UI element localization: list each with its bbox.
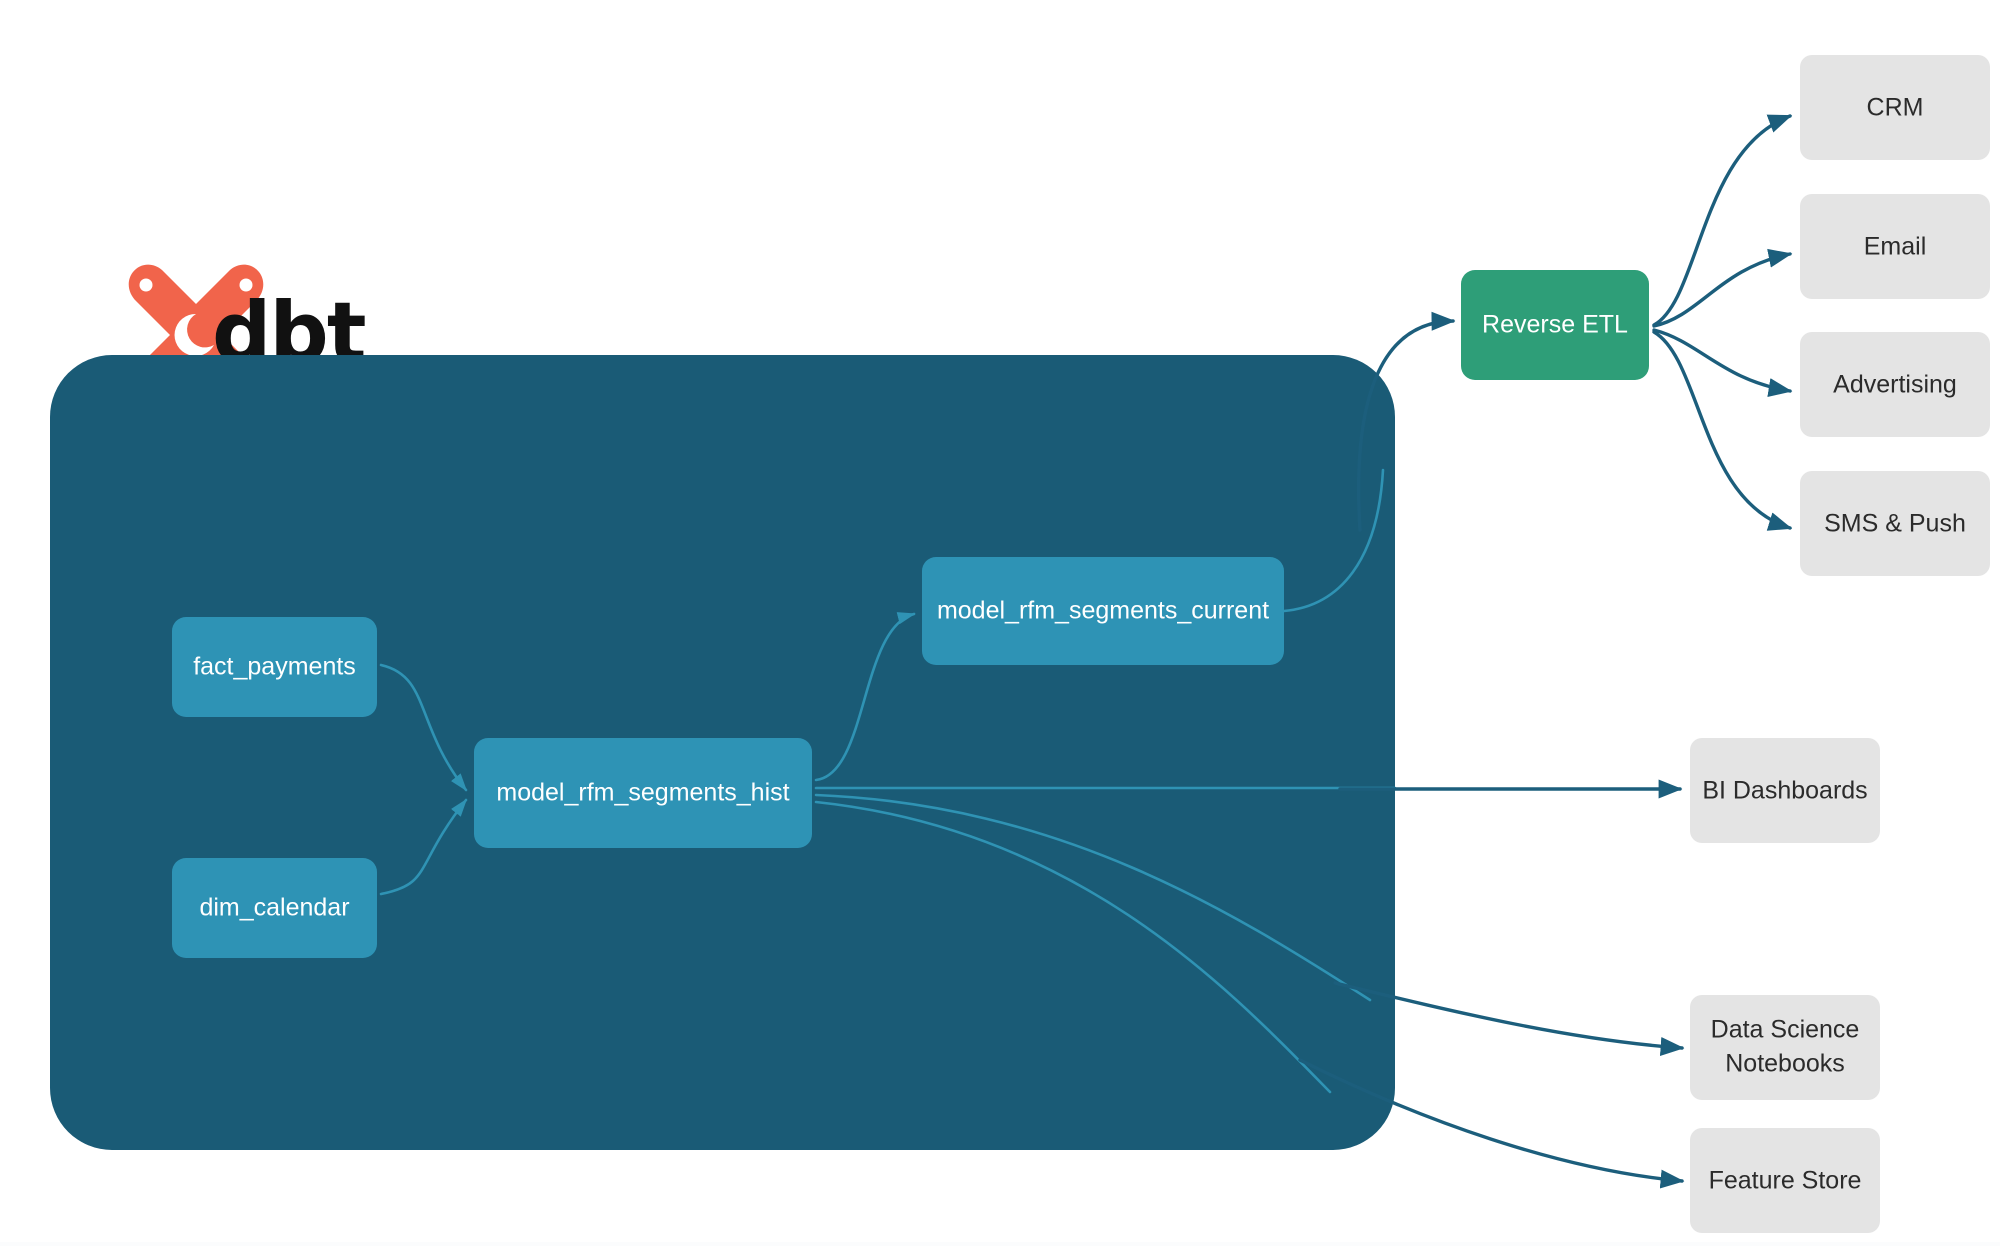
bottom-edge-strip <box>0 1242 2000 1246</box>
reverse-etl-label: Reverse ETL <box>1482 311 1628 339</box>
edge-dim-calendar-to-hist <box>379 798 468 896</box>
destination-label-line1: Data Science <box>1711 1016 1860 1044</box>
edge-reverse-etl-to-crm <box>1652 114 1793 327</box>
destination-label: BI Dashboards <box>1702 777 1867 805</box>
edge-current-to-reverse-etl <box>1356 311 1456 532</box>
edge-reverse-etl-to-sms-push <box>1652 330 1793 531</box>
reverse-etl-fanout-edges <box>1652 114 1793 531</box>
destination-node-crm[interactable]: CRM <box>1800 55 1990 160</box>
destination-label: Email <box>1864 233 1927 261</box>
model-node-label: model_rfm_segments_hist <box>496 779 789 807</box>
destination-label: SMS & Push <box>1824 510 1966 538</box>
edge-reverse-etl-to-advertising <box>1652 328 1793 397</box>
destination-label: Feature Store <box>1709 1167 1862 1195</box>
edge-current-to-reverse-etl-inner <box>1282 468 1385 613</box>
destination-label: Advertising <box>1833 371 1957 399</box>
edge-hist-to-feature-store <box>1298 1058 1685 1189</box>
model-node-fact-payments[interactable]: fact_payments <box>172 617 377 717</box>
reverse-etl-node[interactable]: Reverse ETL <box>1461 270 1649 380</box>
destination-box[interactable] <box>1800 194 1990 299</box>
outbound-edges <box>814 311 1685 1189</box>
edge-fact-payments-to-hist <box>379 663 468 792</box>
destination-box[interactable] <box>1690 995 1880 1100</box>
destination-node-data-science-notebooks[interactable]: Data Science Notebooks <box>1690 995 1880 1100</box>
destination-box[interactable] <box>1690 1128 1880 1233</box>
destination-node-feature-store[interactable]: Feature Store <box>1690 1128 1880 1233</box>
edge-hist-to-feature-store-inner <box>814 800 1332 1094</box>
model-node-box[interactable] <box>172 617 377 717</box>
edge-hist-to-notebooks-inner <box>814 793 1372 1002</box>
destination-box[interactable] <box>1690 738 1880 843</box>
edge-hist-to-notebooks <box>1333 981 1685 1056</box>
model-node-box[interactable] <box>922 557 1284 665</box>
model-node-model-rfm-segments-current[interactable]: model_rfm_segments_current <box>922 557 1284 665</box>
destination-box[interactable] <box>1800 471 1990 576</box>
destination-box[interactable] <box>1800 332 1990 437</box>
model-node-label: model_rfm_segments_current <box>937 597 1269 625</box>
model-node-dim-calendar[interactable]: dim_calendar <box>172 858 377 958</box>
model-node-label: dim_calendar <box>199 894 349 922</box>
model-node-model-rfm-segments-hist[interactable]: model_rfm_segments_hist <box>474 738 812 848</box>
model-node-box[interactable] <box>474 738 812 848</box>
destination-node-sms-push[interactable]: SMS & Push <box>1800 471 1990 576</box>
destination-node-advertising[interactable]: Advertising <box>1800 332 1990 437</box>
destination-label: CRM <box>1867 94 1924 122</box>
edge-hist-to-current <box>814 612 916 782</box>
destination-node-bi-dashboards[interactable]: BI Dashboards <box>1690 738 1880 843</box>
destination-box[interactable] <box>1800 55 1990 160</box>
reverse-etl-box[interactable] <box>1461 270 1649 380</box>
destination-label-line2: Notebooks <box>1725 1050 1845 1078</box>
model-node-label: fact_payments <box>193 653 356 681</box>
edge-reverse-etl-to-email <box>1652 248 1793 328</box>
model-node-box[interactable] <box>172 858 377 958</box>
destination-node-email[interactable]: Email <box>1800 194 1990 299</box>
internal-edges <box>379 612 916 896</box>
